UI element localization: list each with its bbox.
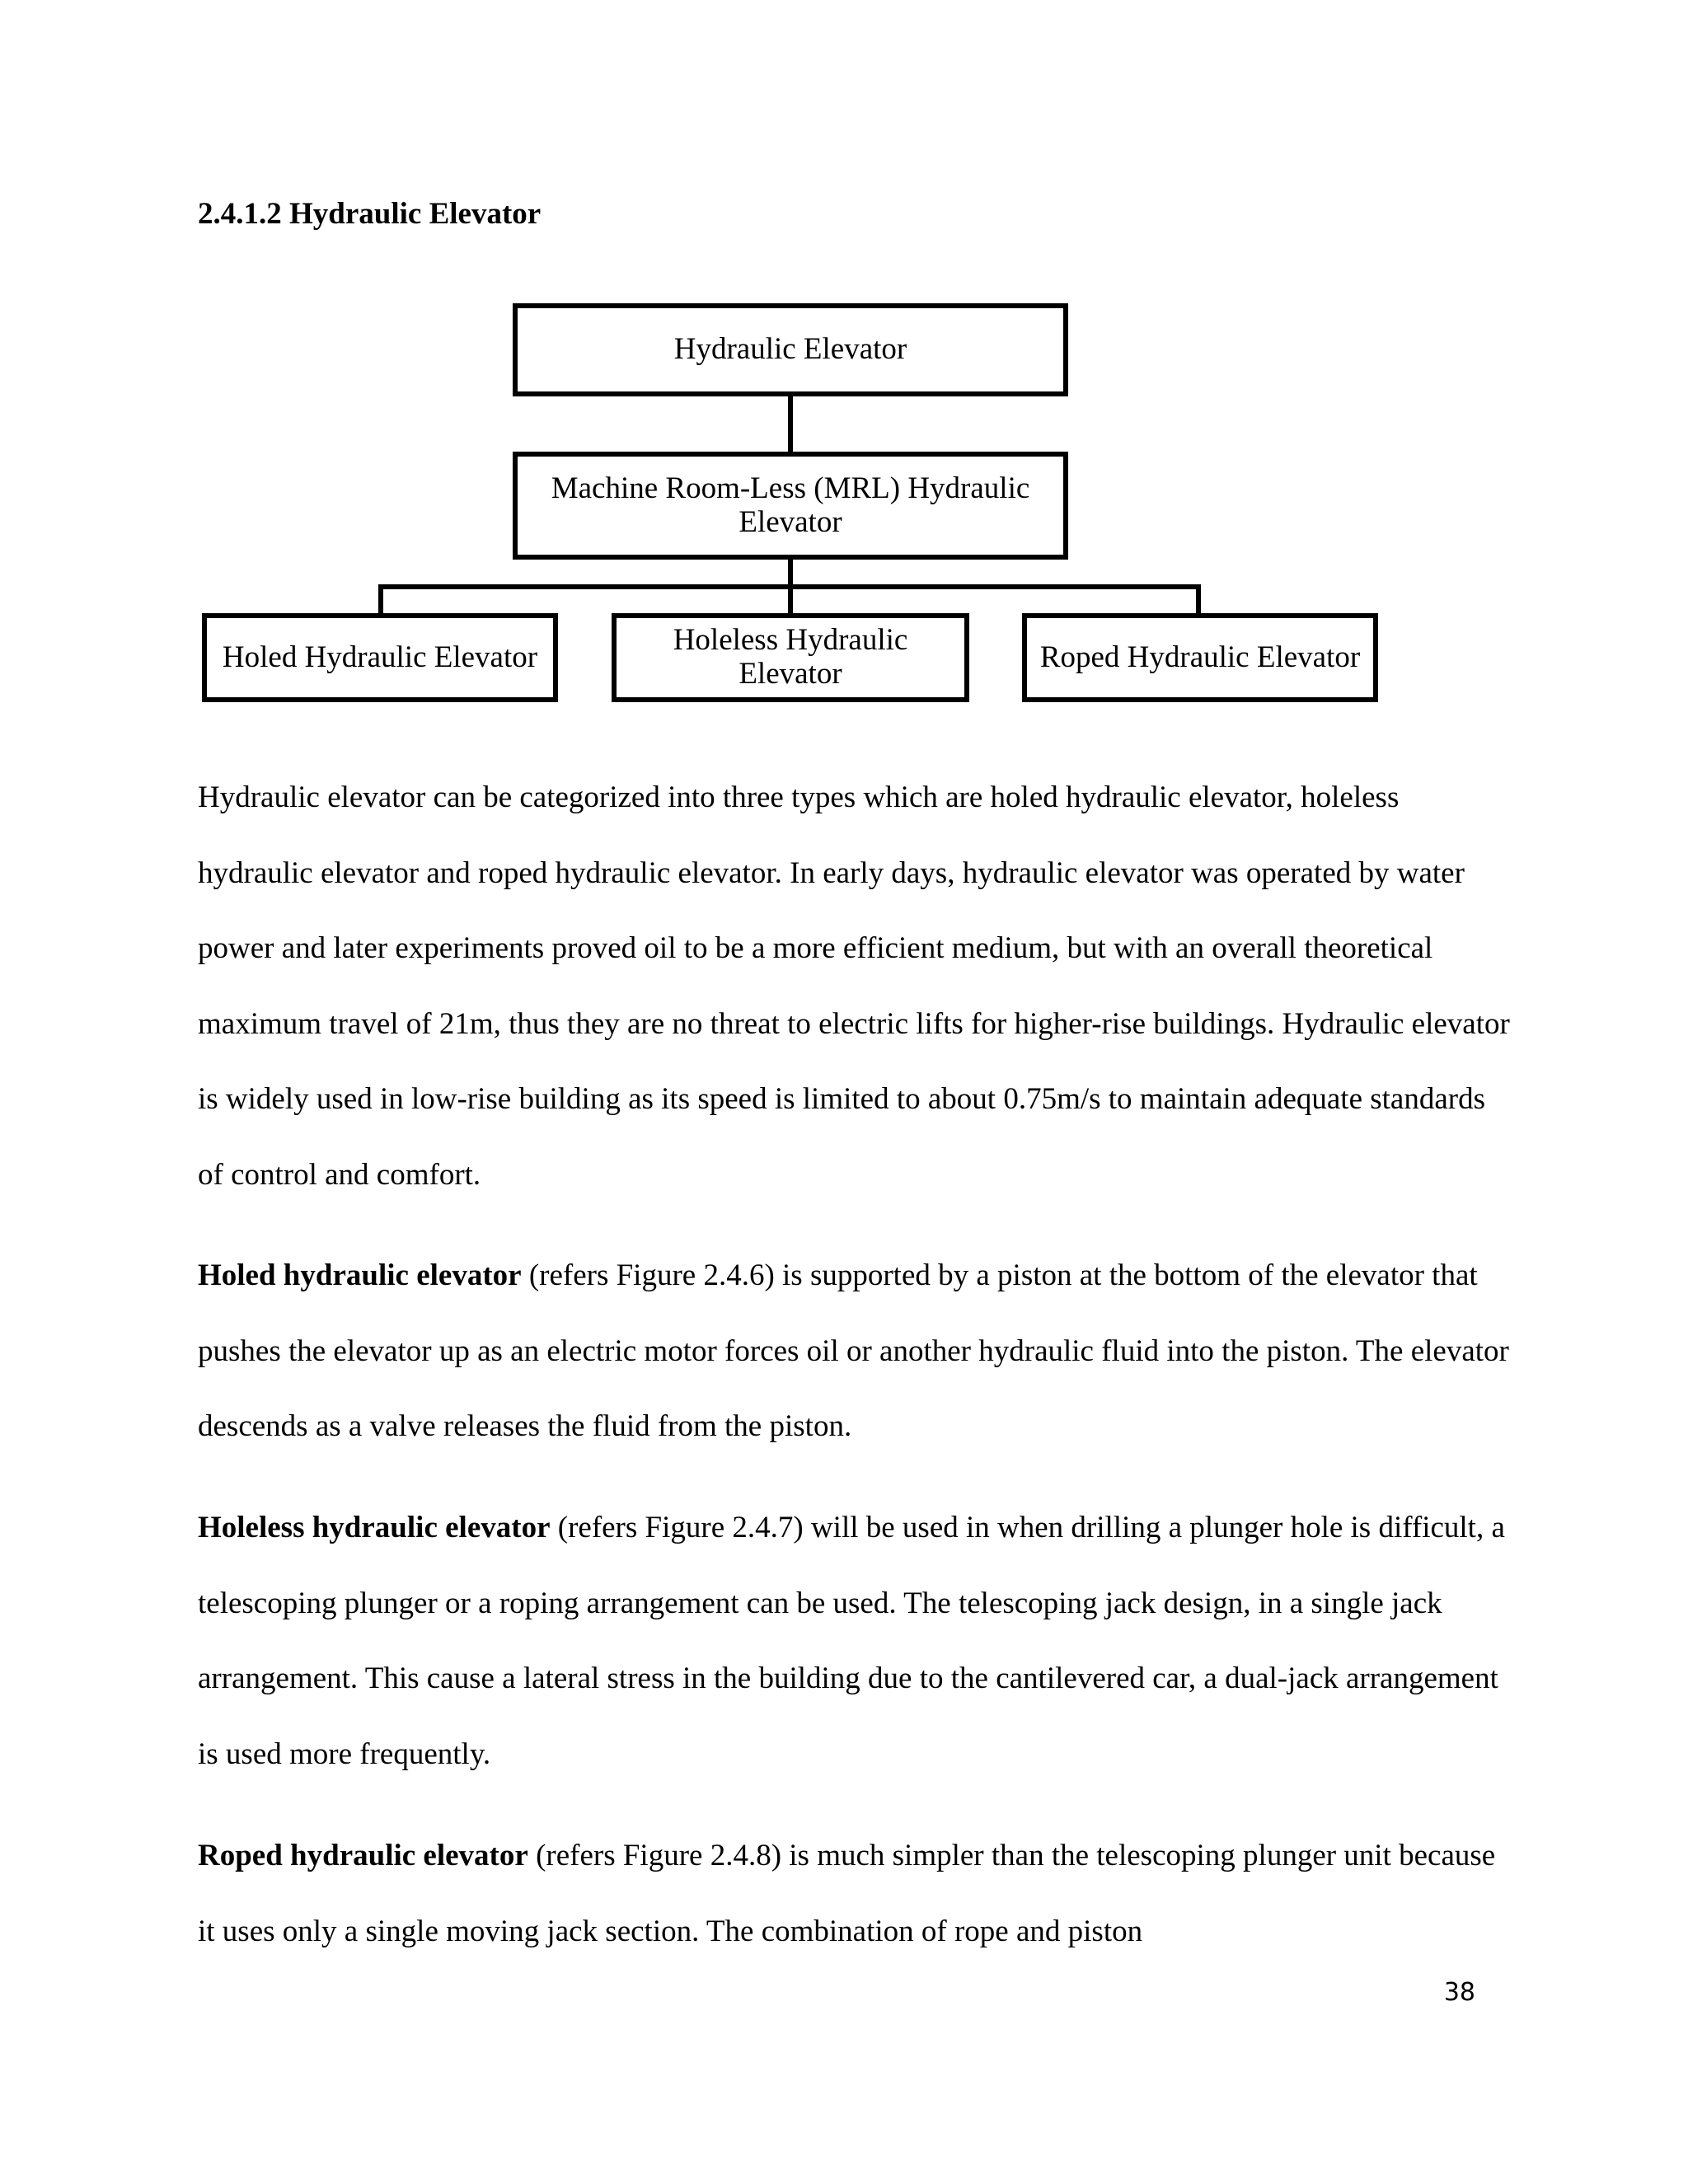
diagram-node-holeless: Holeless Hydraulic Elevator	[612, 613, 969, 702]
term-holed: Holed hydraulic elevator	[198, 1258, 522, 1292]
diagram-node-root: Hydraulic Elevator	[513, 303, 1068, 396]
diagram-node-roped: Roped Hydraulic Elevator	[1022, 613, 1378, 702]
paragraph-holeless: Holeless hydraulic elevator (refers Figu…	[198, 1490, 1517, 1792]
page-number: 38	[1443, 1978, 1475, 2007]
hierarchy-diagram: Hydraulic Elevator Machine Room-Less (MR…	[0, 0, 1688, 742]
text-holeless: (refers Figure 2.4.7) will be used in wh…	[198, 1511, 1505, 1771]
text-holed: (refers Figure 2.4.6) is supported by a …	[198, 1258, 1509, 1443]
connector-child-bus	[788, 560, 793, 588]
text-roped: (refers Figure 2.4.8) is much simpler th…	[198, 1839, 1496, 1948]
connector-leaf-holeless	[788, 584, 793, 614]
paragraph-holed: Holed hydraulic elevator (refers Figure …	[198, 1238, 1517, 1465]
diagram-node-holed: Holed Hydraulic Elevator	[202, 613, 558, 702]
connector-leaf-roped	[1196, 584, 1201, 614]
paragraph-roped: Roped hydraulic elevator (refers Figure …	[198, 1818, 1517, 1969]
term-holeless: Holeless hydraulic elevator	[198, 1511, 551, 1544]
connector-leaf-holed	[378, 584, 383, 614]
section-heading: 2.4.1.2 Hydraulic Elevator	[198, 197, 542, 231]
paragraph-overview: Hydraulic elevator can be categorized in…	[198, 780, 1510, 1192]
term-roped: Roped hydraulic elevator	[198, 1839, 528, 1872]
diagram-node-mrl: Machine Room-Less (MRL) Hydraulic Elevat…	[513, 452, 1068, 560]
connector-root-child	[788, 396, 793, 452]
